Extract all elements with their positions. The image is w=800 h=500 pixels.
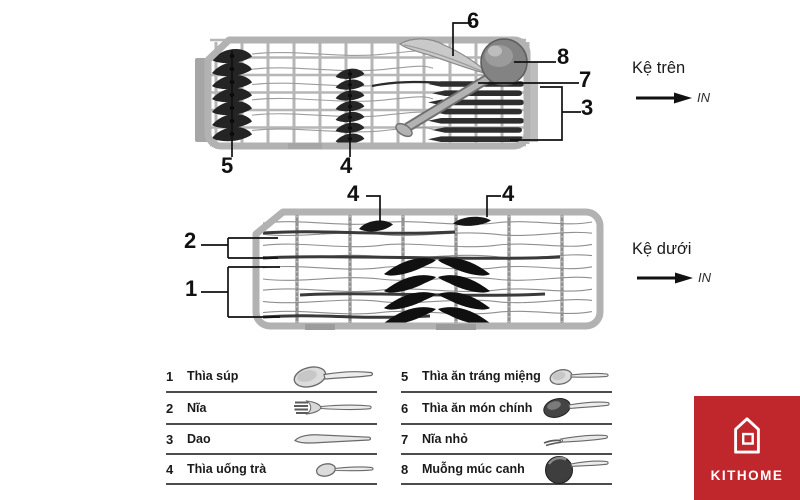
legend-item-label: Dao [187,432,211,446]
legend-row: 4 Thìa uống trà [166,455,377,485]
lower-rack-foot-left [305,324,335,330]
upper-rack-basket [195,36,538,150]
legend-row: 8 Muỗng múc canh [401,455,612,485]
dessert-spoon-icon [548,366,612,386]
legend-item-label: Thìa uống trà [187,462,267,476]
legend-item-label: Muỗng múc canh [422,462,525,476]
legend-row: 2 Nĩa [166,393,377,425]
callout-line-4-lower-left [366,195,381,222]
upper-rack-right-tab [527,62,538,142]
legend-item-number: 7 [401,431,409,447]
callout-label-4-lower-left: 4 [347,181,360,206]
fork-icon [291,398,377,418]
callout-label-4-upper: 4 [340,153,353,178]
callout-bracket-3 [510,86,581,141]
legend-item-label: Thìa ăn tráng miệng [422,369,541,383]
arrow-head-icon [674,92,692,104]
legend-item-number: 2 [166,400,174,416]
legend-item-number: 6 [401,400,409,416]
callout-bracket-2 [201,237,278,259]
upper-rack-foot [288,143,322,149]
legend-row: 3 Dao [166,425,377,455]
lower-rack-cutlery [262,216,593,325]
callout-label-3: 3 [581,95,594,120]
legend-row: 1 Thìa súp [166,361,377,393]
legend-column-left: 1 Thìa súp 2 Nĩa [166,361,377,485]
ladle-figure [395,38,528,138]
callout-lines [201,22,581,318]
lower-rack-title: Kệ dưới [632,240,692,258]
kithome-logo: KITHOME [694,396,800,500]
small-fork-icon [540,430,612,448]
legend-item-label: Nĩa [187,401,207,415]
legend-item-number: 3 [166,431,174,447]
arrow-head-icon [675,272,693,284]
upper-in-label: IN [697,90,710,105]
house-icon [728,414,766,461]
callout-label-5: 5 [221,153,234,178]
soup-spoon-icon [291,363,377,389]
legend-item-number: 5 [401,368,409,384]
lower-in-label: IN [698,270,711,285]
legend-item-number: 8 [401,461,409,477]
lower-rack-frame [252,208,604,330]
legend-row: 5 Thìa ăn tráng miệng [401,361,612,393]
legend-row: 7 Nĩa nhỏ [401,425,612,455]
legend-item-number: 1 [166,368,174,384]
callout-label-8: 8 [557,44,570,69]
lower-rack-basket [252,208,604,330]
ladle-icon [542,454,612,484]
legend-item-number: 4 [166,461,174,477]
callout-label-7: 7 [579,67,592,92]
upper-rack-frame [204,36,531,150]
callout-label-1: 1 [185,276,198,301]
callout-label-2: 2 [184,228,197,253]
brand-name: KITHOME [710,467,784,483]
lower-in-arrow [637,272,693,284]
cutlery-legend: 1 Thìa súp 2 Nĩa [166,361,612,485]
upper-rack-title: Kệ trên [632,59,686,77]
callout-label-6: 6 [467,8,480,33]
legend-column-right: 5 Thìa ăn tráng miệng 6 Thìa ăn món chín… [401,361,612,485]
callout-bracket-1 [201,266,280,318]
legend-item-label: Thìa ăn món chính [422,401,533,415]
legend-item-label: Nĩa nhỏ [422,432,468,446]
callout-line-6 [452,22,472,56]
knife-icon [291,431,377,447]
main-spoon-icon [542,396,612,420]
lower-rack-foot-right [436,324,476,330]
legend-row: 6 Thìa ăn món chính [401,393,612,425]
legend-item-label: Thìa súp [187,369,239,383]
tea-spoon-icon [315,460,377,478]
callout-line-4-lower-right [486,195,501,217]
upper-in-arrow [636,92,692,104]
callout-label-4-lower-right: 4 [502,181,515,206]
